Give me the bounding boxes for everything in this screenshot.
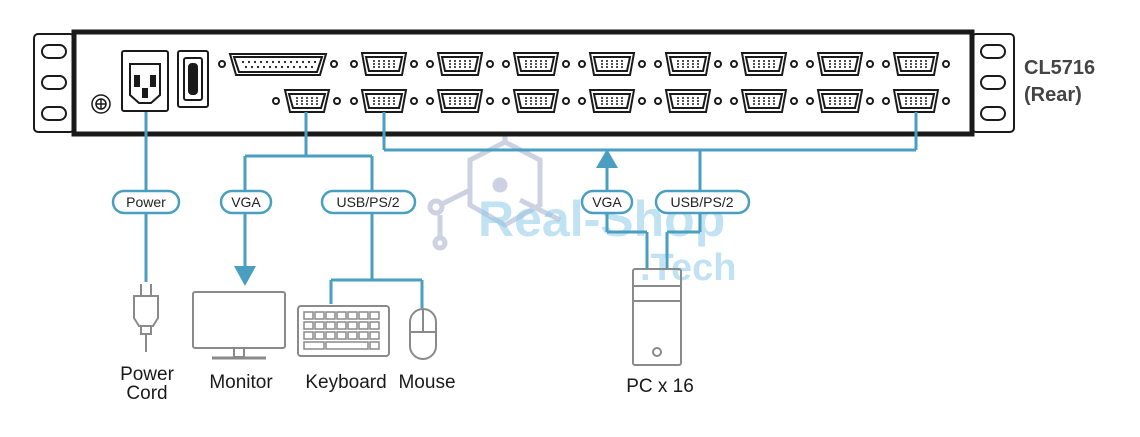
vga-pins [601, 97, 623, 105]
vga-pins [449, 60, 471, 68]
right-rack-ear [971, 33, 1015, 133]
monitor-icon [192, 291, 286, 360]
vga-pins [373, 60, 395, 68]
kvm-vga-port-icon [502, 52, 570, 76]
kvm-vga-port-icon [578, 89, 646, 113]
caption-monitor: Monitor [209, 372, 273, 393]
caption-pc: PC x 16 [626, 376, 694, 397]
label-vga-console: VGA [219, 189, 273, 215]
pc-tower-icon [632, 268, 682, 366]
vga-pins [753, 60, 775, 68]
vga-pins [373, 97, 395, 105]
kvm-vga-port-icon [350, 52, 418, 76]
vga-up-arrow-icon [596, 149, 618, 168]
kvm-vga-port-icon [654, 52, 722, 76]
vga-pins [905, 60, 927, 68]
vga-pins [296, 97, 318, 105]
cables [144, 112, 918, 308]
watermark-logo-icon [427, 109, 562, 251]
vga-pins [449, 97, 471, 105]
vga-pins [829, 60, 851, 68]
kvm-vga-port-icon [882, 89, 950, 113]
kvm-port-array [350, 52, 950, 113]
label-usbps2-pc-text: USB/PS/2 [670, 194, 733, 210]
keyboard-keys [303, 311, 380, 350]
power-plug-icon [133, 284, 159, 352]
kvm-vga-port-icon [730, 52, 798, 76]
vga-pins [601, 60, 623, 68]
kvm-vga-port-icon [806, 52, 874, 76]
console-vga-port-icon [272, 89, 341, 113]
left-rack-ear [33, 33, 75, 133]
label-vga-console-text: VGA [231, 194, 261, 210]
vga-pins [829, 97, 851, 105]
kvm-chassis [71, 29, 975, 137]
vga-pins [525, 97, 547, 105]
kvm-vga-port-icon [654, 89, 722, 113]
vga-pins [753, 97, 775, 105]
caption-keyboard: Keyboard [305, 372, 386, 393]
vga-pins [677, 60, 699, 68]
device-view-label: (Rear) [1024, 84, 1082, 106]
kvm-vga-port-icon [426, 52, 494, 76]
kvm-vga-port-icon [730, 89, 798, 113]
caption-power-cord-line2: Cord [126, 383, 167, 404]
db25-pins [241, 60, 317, 69]
mouse-icon [409, 308, 437, 360]
device-model-label: CL5716 [1024, 57, 1095, 79]
label-usbps2-console: USB/PS/2 [320, 189, 417, 215]
arrow-heads [234, 149, 618, 286]
vga-pins [525, 60, 547, 68]
kvm-vga-port-icon [350, 89, 418, 113]
label-usbps2-pc: USB/PS/2 [654, 189, 751, 215]
label-power: Power [111, 189, 181, 215]
kvm-vga-port-icon [882, 52, 950, 76]
label-power-text: Power [126, 194, 166, 210]
vga-pins [677, 97, 699, 105]
ground-screw-icon [91, 94, 111, 114]
kvm-vga-port-icon [806, 89, 874, 113]
kvm-vga-port-icon [578, 52, 646, 76]
vga-down-arrow-icon [234, 266, 256, 286]
caption-power-cord-line1: Power [120, 364, 175, 385]
caption-mouse: Mouse [398, 372, 455, 393]
label-usbps2-console-text: USB/PS/2 [336, 194, 399, 210]
db25-port-icon [218, 53, 338, 76]
label-vga-pc: VGA [580, 189, 634, 215]
power-inlet-icon [121, 50, 169, 112]
label-vga-pc-text: VGA [592, 194, 622, 210]
kvm-vga-port-icon [426, 89, 494, 113]
vga-pins [905, 97, 927, 105]
kvm-vga-port-icon [502, 89, 570, 113]
power-switch-icon [177, 50, 209, 108]
keyboard-icon [297, 305, 390, 357]
